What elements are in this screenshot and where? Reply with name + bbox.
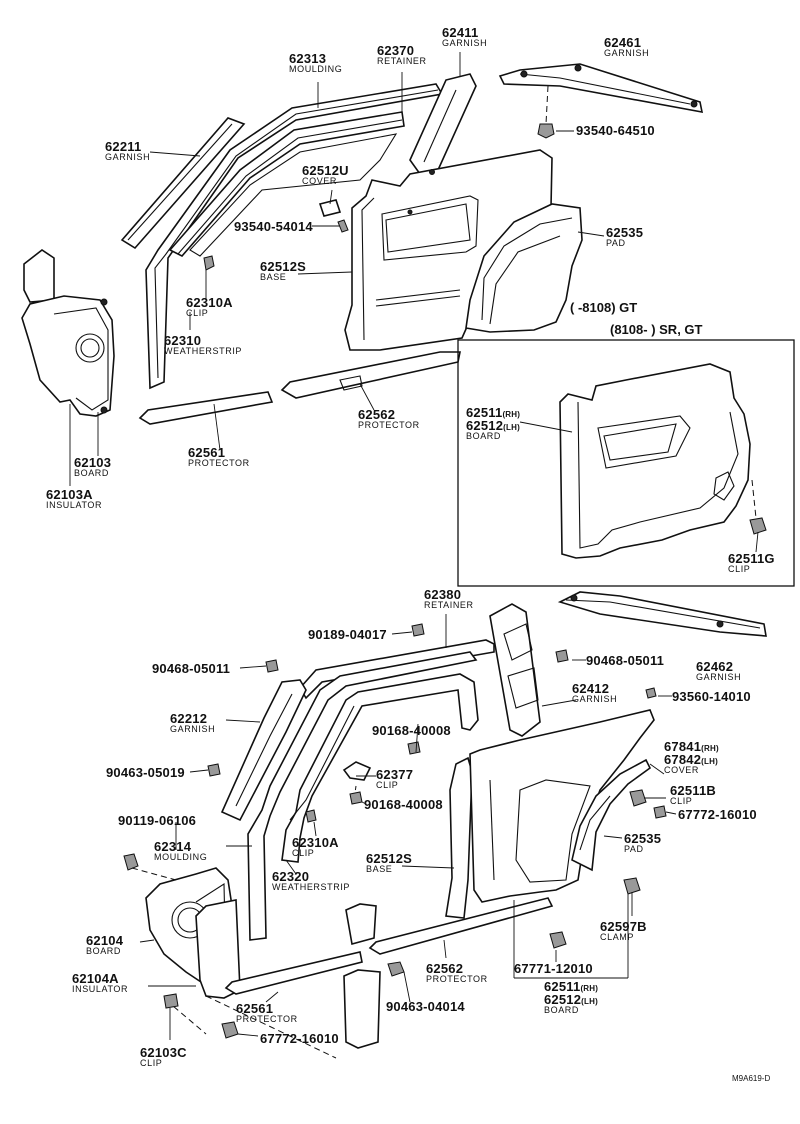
clip-67772-a-shape	[653, 805, 667, 819]
garnish-62212-shape	[220, 679, 307, 822]
weatherstrip-62320-shape	[247, 651, 478, 941]
clip-62310a-lower-shape	[305, 809, 317, 823]
label-90468-b: 90468-05011	[586, 653, 665, 668]
clip-93540-64510-shape	[537, 123, 555, 139]
protector-62561-upper-shape	[138, 391, 274, 425]
clamp-62597b-shape	[623, 877, 641, 895]
garnish-62461-shape	[498, 63, 704, 113]
label-90463-b: 90463-04014	[386, 999, 465, 1014]
base-62512s-lower-shape	[445, 756, 473, 919]
garnish-62462-shape	[557, 591, 767, 637]
insulator-piece-upper-shape	[23, 249, 55, 303]
insulator-62104a-shape	[195, 899, 241, 999]
clip-90189-shape	[411, 623, 425, 637]
garnish-62412-shape	[489, 603, 541, 737]
clip-67772-b-shape	[221, 1021, 239, 1039]
inset-frame	[457, 339, 795, 587]
clip-62310a-upper-shape	[203, 255, 215, 271]
protector-62562-upper-shape	[280, 351, 461, 399]
screw-90168-a-shape	[407, 741, 421, 755]
trim-piece-lower-shape	[343, 969, 381, 1049]
clip-90463-a-shape	[207, 763, 221, 777]
label-90189: 90189-04017	[308, 627, 387, 642]
inset-clip-62511g-shape	[749, 517, 767, 535]
board-62103-shape	[21, 295, 115, 417]
door-frame-inner-shape	[281, 673, 479, 863]
screw-93560-shape	[645, 687, 657, 699]
retainer-62380-shape	[299, 639, 495, 700]
label-67841-67842: 67841(RH) 67842(LH) COVER	[664, 739, 719, 775]
label-62511-62512-lower: 62511(RH) 62512(LH) BOARD	[544, 979, 599, 1015]
label-90463-a: 90463-05019	[106, 765, 185, 780]
label-90119: 90119-06106	[118, 813, 197, 828]
protector-62561-lower-shape	[224, 951, 363, 995]
board-62511-lower-shape	[469, 709, 655, 903]
label-90468-a: 90468-05011	[152, 661, 231, 676]
label-93560: 93560-14010	[672, 689, 751, 704]
protector-62562-lower-shape	[368, 897, 554, 955]
label-inset-board: 62511(RH) 62512(LH) BOARD	[466, 405, 521, 441]
clip-62511b-shape	[629, 789, 647, 807]
screw-90168-b-shape	[349, 791, 363, 805]
inset-board-shape	[559, 363, 751, 559]
garnish-62211-shape	[120, 117, 246, 250]
weatherstrip-62310-shape	[145, 83, 444, 390]
drawing-code: M9A619-D	[732, 1074, 771, 1083]
pad-62535-shape	[465, 203, 583, 333]
note-gt-range: ( -8108) GT	[570, 300, 638, 315]
clip-90468-a-shape	[265, 659, 279, 673]
label-93540-64510: 93540-64510	[576, 123, 655, 138]
retainer-62370-shape	[168, 111, 405, 257]
screw-90119-shape	[123, 853, 139, 871]
label-67771: 67771-12010	[514, 961, 593, 976]
label-67772-a: 67772-16010	[678, 807, 757, 822]
inset-heading: (8108- ) SR, GT	[610, 322, 703, 337]
label-93540-54014: 93540-54014	[234, 219, 313, 234]
label-67772-b: 67772-16010	[260, 1031, 339, 1046]
pad-62535-lower-shape	[571, 758, 652, 872]
clip-67771-shape	[549, 931, 567, 949]
clip-62377-shape	[342, 761, 372, 781]
label-90168-b: 90168-40008	[364, 797, 443, 812]
label-90168-a: 90168-40008	[372, 723, 451, 738]
clip-62103c-shape	[163, 993, 179, 1009]
clip-90463-b-shape	[387, 961, 405, 977]
clip-90468-b-shape	[555, 649, 569, 663]
